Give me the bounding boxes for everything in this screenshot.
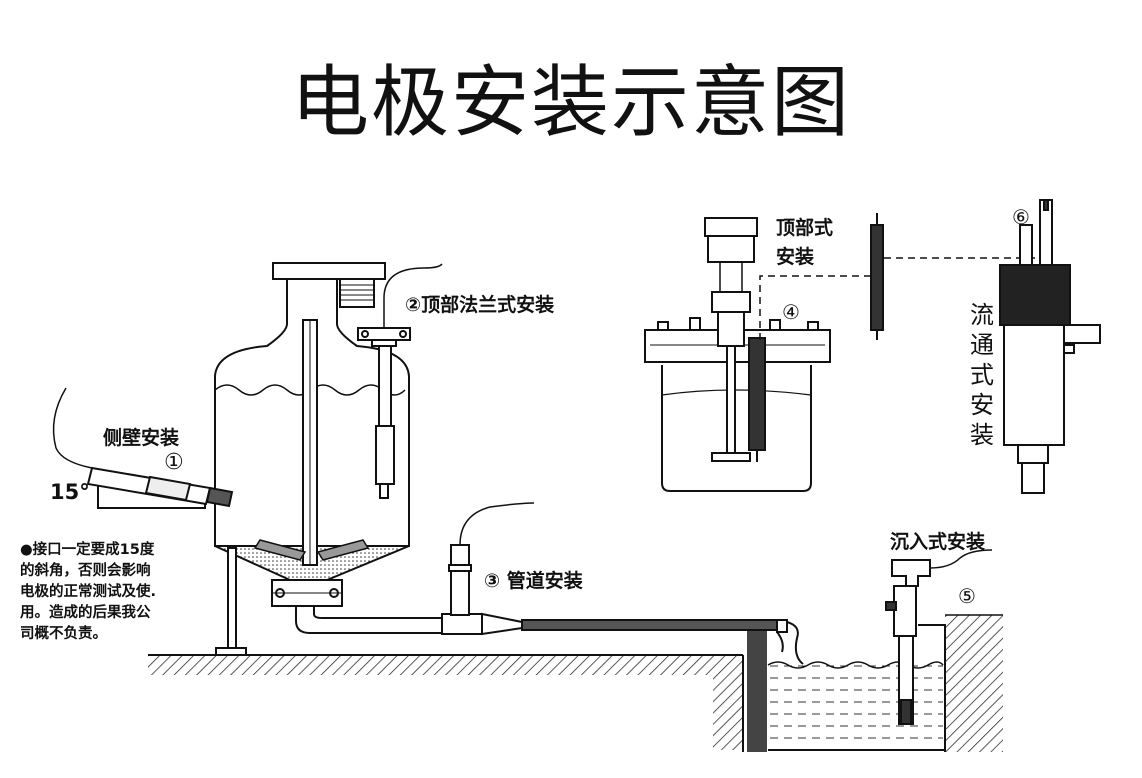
marker-5: ⑤: [958, 584, 976, 608]
label-flow-through: 流 通 式 安 装: [970, 301, 994, 449]
marker-6: ⑥: [1012, 205, 1030, 229]
label-pipeline: ③ 管道安装: [484, 570, 583, 592]
top-mounted-vessel: [644, 217, 831, 492]
pipeline: [271, 579, 804, 665]
label-top-type-2: 安装: [776, 246, 815, 268]
pipeline-electrode: [448, 502, 535, 616]
loose-probe: [759, 213, 1035, 340]
water-basin: [747, 614, 1003, 752]
marker-2: ②: [405, 294, 422, 316]
flange-electrode: [357, 263, 443, 499]
label-immersion: 沉入式安装: [890, 531, 986, 553]
marker-4: ④: [782, 300, 800, 324]
angle-label: 15°: [50, 480, 90, 504]
immersion-electrode: [885, 549, 993, 725]
flow-cell: [999, 199, 1101, 494]
ground-left: [148, 654, 744, 752]
page-title: 电极安装示意图: [290, 58, 851, 148]
warning-note: ●接口一定要成15度 的斜角，否则会影响 电极的正常测试及使. 用。造成的后果我…: [20, 542, 157, 642]
label-top-flange: ②顶部法兰式安装: [405, 294, 555, 316]
reactor-vessel: [214, 262, 410, 656]
label-top-type-1: 顶部式: [776, 217, 834, 239]
marker-3: ③: [484, 570, 501, 592]
label-side-wall: 侧壁安装: [103, 427, 180, 449]
marker-1: ①: [164, 450, 184, 475]
sidewall-electrode: [52, 387, 234, 509]
